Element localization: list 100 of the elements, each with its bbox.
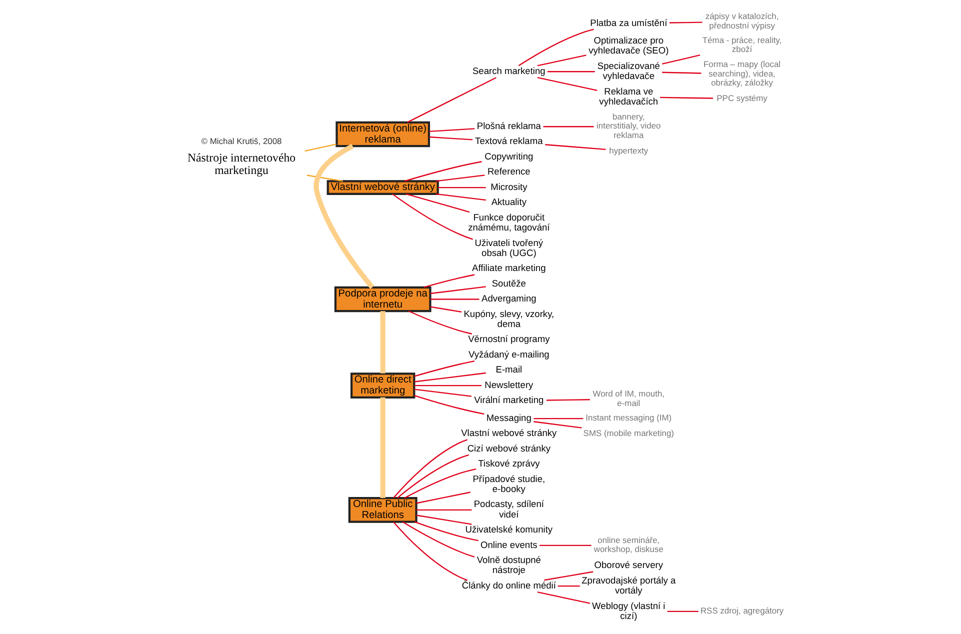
connector (430, 298, 479, 300)
connector (392, 522, 468, 581)
connector (435, 174, 484, 182)
node-text: Případové studie, e-booky (472, 474, 545, 494)
node-text: Specializované vyhledavače (596, 60, 660, 82)
connector (391, 193, 472, 240)
connector (414, 372, 486, 382)
node-text: Microsity (490, 182, 527, 192)
node-text: Tiskové zprávy (478, 458, 540, 469)
connector (533, 421, 582, 428)
node-text: Věrnostní programy (468, 334, 550, 344)
node-box: Podpora prodeje na internetu (334, 286, 431, 312)
connector (536, 54, 586, 66)
connector (306, 174, 342, 182)
connector (430, 306, 462, 313)
node-text: zápisy v katalozích, přednostní výpisy (704, 11, 778, 30)
node-text: Plošná reklama (476, 120, 540, 131)
node-text: Volně dostupné nástroje (476, 555, 540, 576)
node-box: Vlastní webové stránky (326, 180, 438, 195)
node-text: hypertexty (608, 145, 648, 156)
node-text: Cizí webové stránky (466, 443, 550, 454)
node-text: Textová reklama (474, 136, 542, 146)
connector (437, 186, 486, 188)
node-text: Online events (480, 540, 537, 550)
node-text: Uživateli tvořený obsah (UGC) (474, 238, 543, 258)
connector (406, 77, 496, 123)
connector (313, 144, 374, 289)
connector (405, 193, 470, 213)
connector (666, 610, 698, 612)
connector (423, 274, 474, 288)
connector (414, 388, 472, 397)
connector (518, 28, 594, 66)
node-text: PPC systémy (716, 92, 767, 103)
node-text: Search marketing (472, 66, 545, 76)
connector (428, 136, 472, 140)
node-text: Vyžádaný e-mailing (468, 349, 549, 360)
connector (546, 71, 594, 72)
connector (404, 468, 476, 499)
node-text: bannery, interstitialy, video reklama (596, 111, 660, 140)
node-text: Copywriting (484, 151, 533, 162)
node-box: Internetová (online) reklama (335, 121, 430, 148)
connector (428, 128, 474, 132)
connector (557, 585, 580, 587)
connector (539, 544, 591, 546)
connector (380, 397, 385, 498)
node-text: E-mail (495, 364, 522, 375)
node-text: Messaging (486, 412, 531, 423)
connector (392, 439, 468, 498)
connector (408, 310, 472, 334)
node-text: Zpravodajské portály a vortály (581, 575, 676, 596)
connector (662, 72, 701, 74)
connector (396, 454, 468, 498)
connector (380, 311, 385, 374)
node-text: Affiliate marketing (472, 263, 546, 274)
node-text: Funkce doporučit známému, tagování (468, 212, 550, 233)
node-text: Vlastní webové stránky (460, 428, 556, 438)
node-text: Kupóny, slevy, vzorky, dema (463, 308, 554, 329)
node-text: Oborové servery (594, 560, 663, 570)
node-box: Online Public Relations (348, 497, 417, 523)
connector (435, 193, 486, 201)
node-text: Téma - práce, reality, zboží (702, 34, 782, 54)
connector (304, 144, 336, 152)
node-text: Platba za umístění (590, 18, 667, 28)
connector (402, 521, 474, 558)
node-text: Články do online médií (461, 580, 556, 590)
node-text: Soutěže (491, 278, 526, 288)
node-text: Virální marketing (474, 395, 544, 406)
node-text: Uživatelské komunity (464, 524, 552, 535)
connector (414, 384, 481, 386)
node-box: Online direct marketing (350, 372, 415, 398)
node-text: Nástroje internetového marketingu (187, 150, 296, 178)
node-text: Weblogy (vlastní i cizí) (592, 600, 665, 621)
connector (533, 418, 583, 420)
connector (669, 22, 702, 24)
node-text: Reklama ve vyhledavačích (598, 86, 658, 106)
node-text: Podcasty, sdílení videí (473, 499, 544, 520)
connector (546, 399, 590, 401)
connector (414, 360, 474, 377)
connector (430, 286, 486, 294)
connector (404, 161, 482, 182)
node-text: Aktuality (490, 197, 526, 208)
connector (414, 394, 484, 415)
connector (536, 76, 597, 91)
node-text: RSS zdroj, agregátory (700, 606, 784, 616)
connector (536, 591, 590, 604)
connector (544, 571, 593, 581)
label: © Michal Krutiš, 2008 (200, 136, 282, 146)
node-text: Newslettery (484, 380, 533, 390)
connector (414, 521, 478, 542)
connector (544, 144, 606, 150)
connector (661, 54, 700, 65)
connector (660, 96, 713, 99)
node-text: SMS (mobile marketing) (582, 428, 674, 438)
node-text: Reference (486, 166, 530, 177)
node-text: Optimalizace pro vyhledavače (SEO) (588, 36, 668, 56)
connector (416, 492, 470, 504)
connector (416, 509, 472, 511)
node-text: Forma – mapy (local searching), videa, obrázky, záložky (703, 58, 780, 88)
node-text: Word of IM, mouth, e-mail (592, 388, 664, 408)
connector (542, 126, 594, 128)
